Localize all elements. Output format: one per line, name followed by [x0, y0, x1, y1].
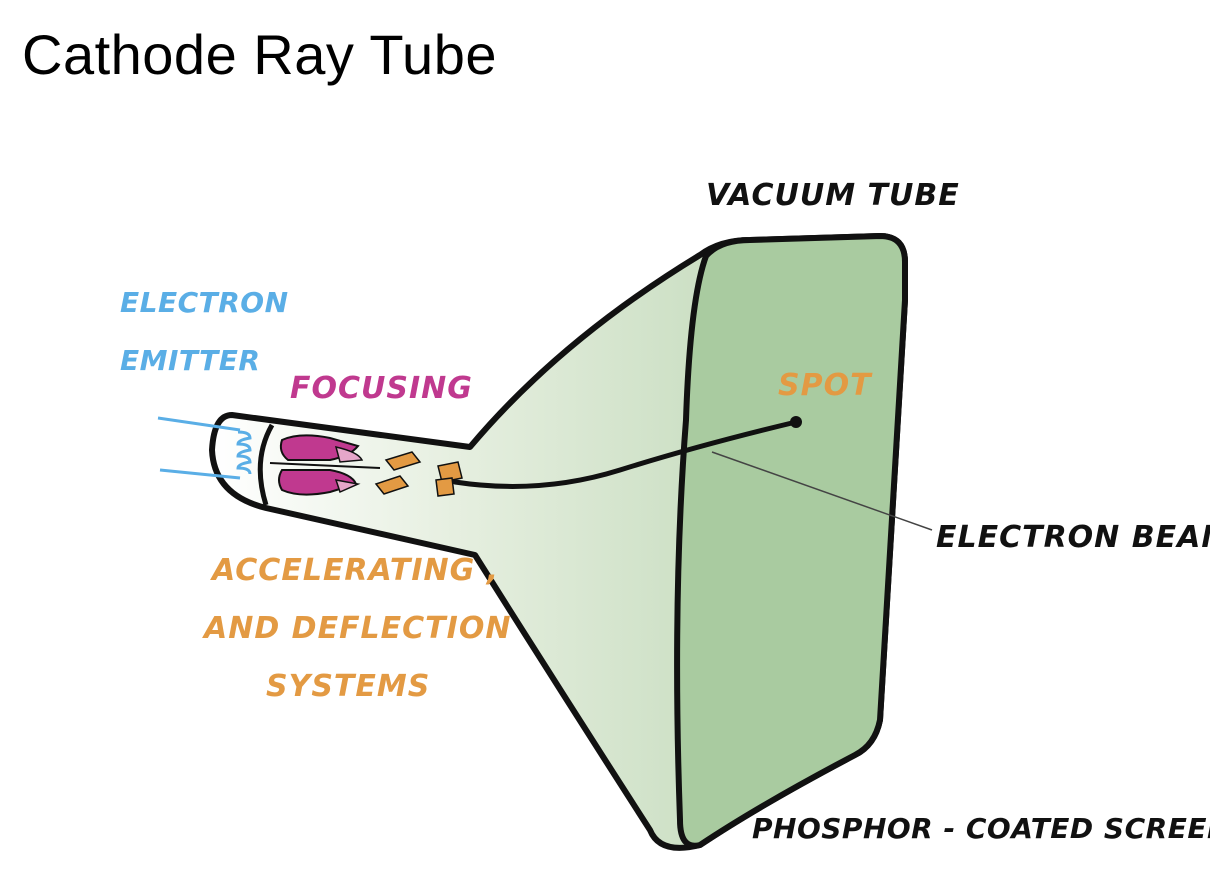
electron-emitter-coil [157, 416, 252, 480]
electron-emitter-label-line1: ELECTRON [120, 286, 289, 319]
electron-beam [452, 419, 799, 489]
electron-emitter-label-line2: EMITTER [120, 344, 260, 377]
electron-beam-leader [711, 451, 933, 531]
focusing-electrode [278, 434, 364, 496]
deflection-plates [374, 451, 463, 497]
vacuum-tube-label: VACUUM TUBE [706, 178, 960, 213]
phosphor-screen [674, 233, 908, 849]
accelerating-label-line1: ACCELERATING , [210, 553, 499, 588]
phosphor-screen-label: PHOSPHOR - COATED SCREEN [752, 812, 1210, 845]
beam-core [269, 462, 381, 469]
tube-neck-cap [257, 423, 275, 506]
accelerating-label-line3: SYSTEMS [266, 669, 430, 704]
electron-beam-label: ELECTRON BEAM [936, 520, 1210, 555]
spot-label: SPOT [778, 368, 873, 403]
page-title: Cathode Ray Tube [22, 23, 497, 86]
spot-dot [790, 416, 802, 428]
focusing-label: FOCUSING [290, 371, 473, 406]
accelerating-label-line2: AND DEFLECTION [202, 611, 511, 646]
